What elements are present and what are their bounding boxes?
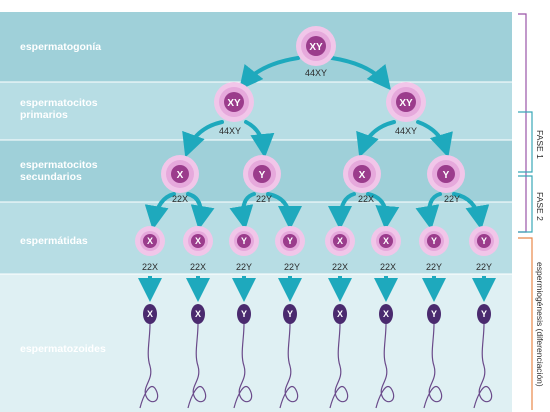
svg-text:22Y: 22Y <box>444 194 460 204</box>
svg-text:22X: 22X <box>332 262 348 272</box>
label-secundarios-line2: secundarios <box>20 171 82 183</box>
bracket-meiosis <box>518 14 526 232</box>
svg-text:X: X <box>359 170 366 181</box>
svg-text:22Y: 22Y <box>426 262 442 272</box>
svg-text:Y: Y <box>241 236 247 246</box>
svg-text:Y: Y <box>431 309 437 319</box>
bracket-fase2 <box>518 176 532 232</box>
svg-text:X: X <box>195 236 201 246</box>
phase-label-fase1: FASE 1 <box>535 130 545 159</box>
phase-label-fase2: FASE 2 <box>535 192 545 221</box>
svg-text:44XY: 44XY <box>219 126 241 136</box>
svg-text:XY: XY <box>399 98 413 109</box>
label-secundarios-line1: espermatocitos <box>20 159 98 171</box>
svg-text:X: X <box>195 309 201 319</box>
svg-text:22Y: 22Y <box>284 262 300 272</box>
svg-text:X: X <box>383 236 389 246</box>
svg-text:22X: 22X <box>190 262 206 272</box>
bracket-espermiogenesis <box>518 238 532 410</box>
svg-text:44XY: 44XY <box>395 126 417 136</box>
svg-text:XY: XY <box>309 42 323 53</box>
phase-brackets <box>518 14 532 410</box>
svg-text:22Y: 22Y <box>256 194 272 204</box>
svg-text:XY: XY <box>227 98 241 109</box>
svg-text:22X: 22X <box>380 262 396 272</box>
svg-text:X: X <box>337 309 343 319</box>
bracket-fase1 <box>518 112 532 172</box>
svg-text:22Y: 22Y <box>476 262 492 272</box>
svg-text:Y: Y <box>481 236 487 246</box>
label-espermatogonia: espermatogonía <box>20 41 101 53</box>
svg-text:Y: Y <box>287 309 293 319</box>
svg-text:Y: Y <box>259 170 266 181</box>
label-espermatozoides: espermatozoides <box>20 343 106 355</box>
label-espermatidas: espermátidas <box>20 235 88 247</box>
svg-text:X: X <box>177 170 184 181</box>
svg-text:22X: 22X <box>358 194 374 204</box>
svg-text:Y: Y <box>481 309 487 319</box>
svg-text:X: X <box>383 309 389 319</box>
phase-label-espermiogenesis: espermiogénesis (diferenciación) <box>535 262 545 387</box>
label-primarios-line1: espermatocitos <box>20 97 98 109</box>
svg-text:Y: Y <box>287 236 293 246</box>
svg-text:22X: 22X <box>142 262 158 272</box>
svg-text:Y: Y <box>443 170 450 181</box>
svg-text:X: X <box>337 236 343 246</box>
label-primarios-line2: primarios <box>20 109 68 121</box>
svg-text:X: X <box>147 236 153 246</box>
svg-text:44XY: 44XY <box>305 68 327 78</box>
svg-text:Y: Y <box>241 309 247 319</box>
svg-text:22X: 22X <box>172 194 188 204</box>
svg-text:Y: Y <box>431 236 437 246</box>
svg-text:22Y: 22Y <box>236 262 252 272</box>
svg-text:X: X <box>147 309 153 319</box>
